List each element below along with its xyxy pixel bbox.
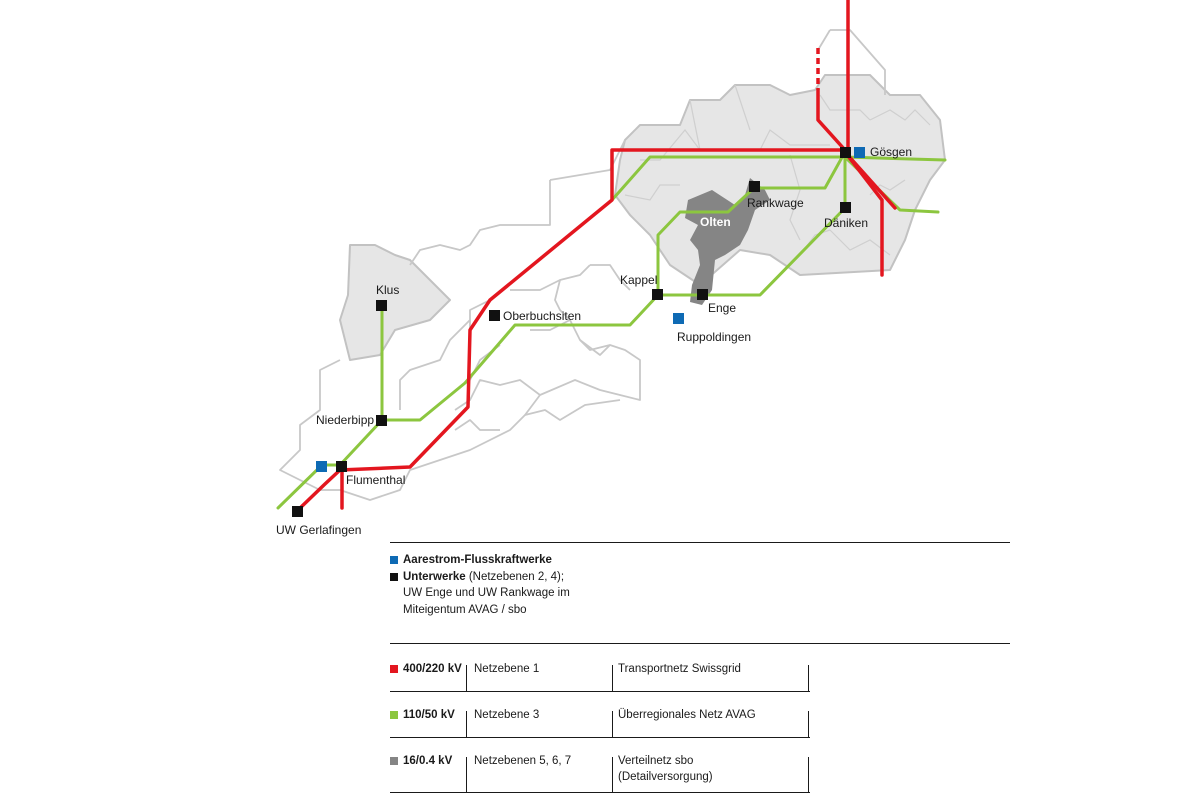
level-cell: Netzebenen 5, 6, 7 xyxy=(474,755,572,767)
level-cell: Netzebene 3 xyxy=(474,709,540,721)
table-top-rule xyxy=(390,643,1010,644)
region-outlines xyxy=(279,29,886,501)
voltage-label: 400/220 kV xyxy=(403,663,462,675)
substation-flumenthal xyxy=(336,461,347,472)
substation-enge xyxy=(697,289,708,300)
legend-substations-label: Unterwerke xyxy=(403,570,466,583)
network-line: Überregionales Netz AVAG xyxy=(618,709,756,721)
table-row: 400/220 kV Netzebene 1 Transportnetz Swi… xyxy=(390,651,810,692)
column-divider xyxy=(612,711,613,737)
substation-klus xyxy=(376,300,387,311)
level-cell: Netzebene 1 xyxy=(474,663,540,675)
voltage-cell: 110/50 kV xyxy=(390,707,466,723)
blue-square-icon xyxy=(390,556,398,564)
network-cell: Transportnetz Swissgrid xyxy=(618,661,808,677)
label-niederbipp: Niederbipp xyxy=(316,413,374,427)
substation-markers xyxy=(292,147,851,517)
black-square-icon xyxy=(390,572,398,581)
voltage-cell: 16/0.4 kV xyxy=(390,753,466,769)
lines-400-220kv xyxy=(296,0,897,512)
label-rankwage: Rankwage xyxy=(747,196,804,210)
substation-daeniken xyxy=(840,202,851,213)
network-line: Verteilnetz sbo xyxy=(618,755,694,767)
voltage-cell: 400/220 kV xyxy=(390,661,466,677)
green-square-icon xyxy=(390,711,398,719)
column-divider xyxy=(808,757,809,792)
label-enge: Enge xyxy=(708,301,736,315)
plant-goesgen xyxy=(854,147,865,158)
legend-substations-text: Unterwerke (Netzebenen 2, 4); xyxy=(403,569,564,586)
substation-goesgen xyxy=(840,147,851,158)
voltage-label: 16/0.4 kV xyxy=(403,755,453,767)
legend-substations-detail: (Netzebenen 2, 4); xyxy=(465,570,565,583)
label-goesgen: Gösgen xyxy=(870,145,912,159)
label-daeniken: Däniken xyxy=(824,216,868,230)
legend-top-rule xyxy=(390,542,1010,543)
substation-kappel xyxy=(652,289,663,300)
label-kappel: Kappel xyxy=(620,273,657,287)
grey-square-icon xyxy=(390,757,398,765)
voltage-label: 110/50 kV xyxy=(403,709,455,721)
label-oberbuchsiten: Oberbuchsiten xyxy=(503,309,581,323)
substation-niederbipp xyxy=(376,415,387,426)
network-line2: (Detailversorgung) xyxy=(618,771,713,783)
legend-plants-label: Aarestrom-Flusskraftwerke xyxy=(403,554,552,566)
legend-key: Aarestrom-Flusskraftwerke Unterwerke (Ne… xyxy=(390,552,690,618)
plant-ruppoldingen xyxy=(673,313,684,324)
legend-plants: Aarestrom-Flusskraftwerke xyxy=(390,552,690,569)
table-row: 16/0.4 kV Netzebenen 5, 6, 7 Verteilnetz… xyxy=(390,743,810,793)
red-square-icon xyxy=(390,665,398,673)
substation-rankwage xyxy=(749,181,760,192)
column-divider xyxy=(808,665,809,691)
legend-substations-line2: UW Enge und UW Rankwage im xyxy=(403,587,570,599)
column-divider xyxy=(808,711,809,737)
column-divider xyxy=(466,665,467,691)
column-divider xyxy=(612,665,613,691)
network-line: Transportnetz Swissgrid xyxy=(618,663,741,675)
label-klus: Klus xyxy=(376,283,399,297)
substation-oberbuchsiten xyxy=(489,310,500,321)
substation-gerlafingen xyxy=(292,506,303,517)
plant-flumenthal xyxy=(316,461,327,472)
label-gerlafingen: UW Gerlafingen xyxy=(276,523,361,537)
column-divider xyxy=(466,711,467,737)
power-plant-markers xyxy=(316,147,865,472)
column-divider xyxy=(612,757,613,792)
network-cell: Verteilnetz sbo (Detailversorgung) xyxy=(618,753,808,785)
grid-map: Gösgen Rankwage Däniken Olten Kappel Eng… xyxy=(276,0,947,537)
label-flumenthal: Flumenthal xyxy=(346,473,405,487)
olten-area xyxy=(685,178,770,305)
label-ruppoldingen: Ruppoldingen xyxy=(677,330,751,344)
table-row: 110/50 kV Netzebene 3 Überregionales Net… xyxy=(390,697,810,738)
legend-substations-line3: Miteigentum AVAG / sbo xyxy=(403,603,527,616)
legend-substations: Unterwerke (Netzebenen 2, 4); xyxy=(390,569,690,586)
label-olten: Olten xyxy=(700,215,731,229)
network-cell: Überregionales Netz AVAG xyxy=(618,707,808,723)
column-divider xyxy=(466,757,467,792)
